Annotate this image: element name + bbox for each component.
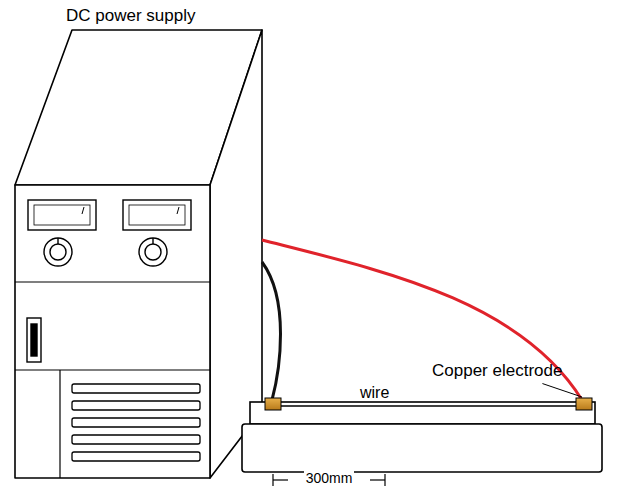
vent-slot xyxy=(72,435,200,444)
test-wire xyxy=(272,405,584,407)
control-knob xyxy=(44,238,167,266)
part-label: wire xyxy=(360,384,389,402)
meter-display xyxy=(28,200,191,230)
leader-line xyxy=(542,384,582,397)
part-label: Copper electrode xyxy=(432,361,562,381)
black-lead xyxy=(262,262,281,400)
vent-slots xyxy=(72,384,200,461)
vent-slot xyxy=(72,384,200,393)
vent-slot xyxy=(72,452,200,461)
dimension-label: 300mm xyxy=(304,470,355,486)
copper-electrode xyxy=(576,398,592,410)
wire-holder-base xyxy=(242,402,602,472)
copper-electrode xyxy=(265,398,281,410)
red-lead xyxy=(262,240,582,400)
title-label: DC power supply xyxy=(66,6,195,26)
vent-slot xyxy=(72,418,200,427)
power-switch xyxy=(27,318,41,362)
vent-slot xyxy=(72,401,200,410)
power-supply-cabinet xyxy=(15,30,262,478)
